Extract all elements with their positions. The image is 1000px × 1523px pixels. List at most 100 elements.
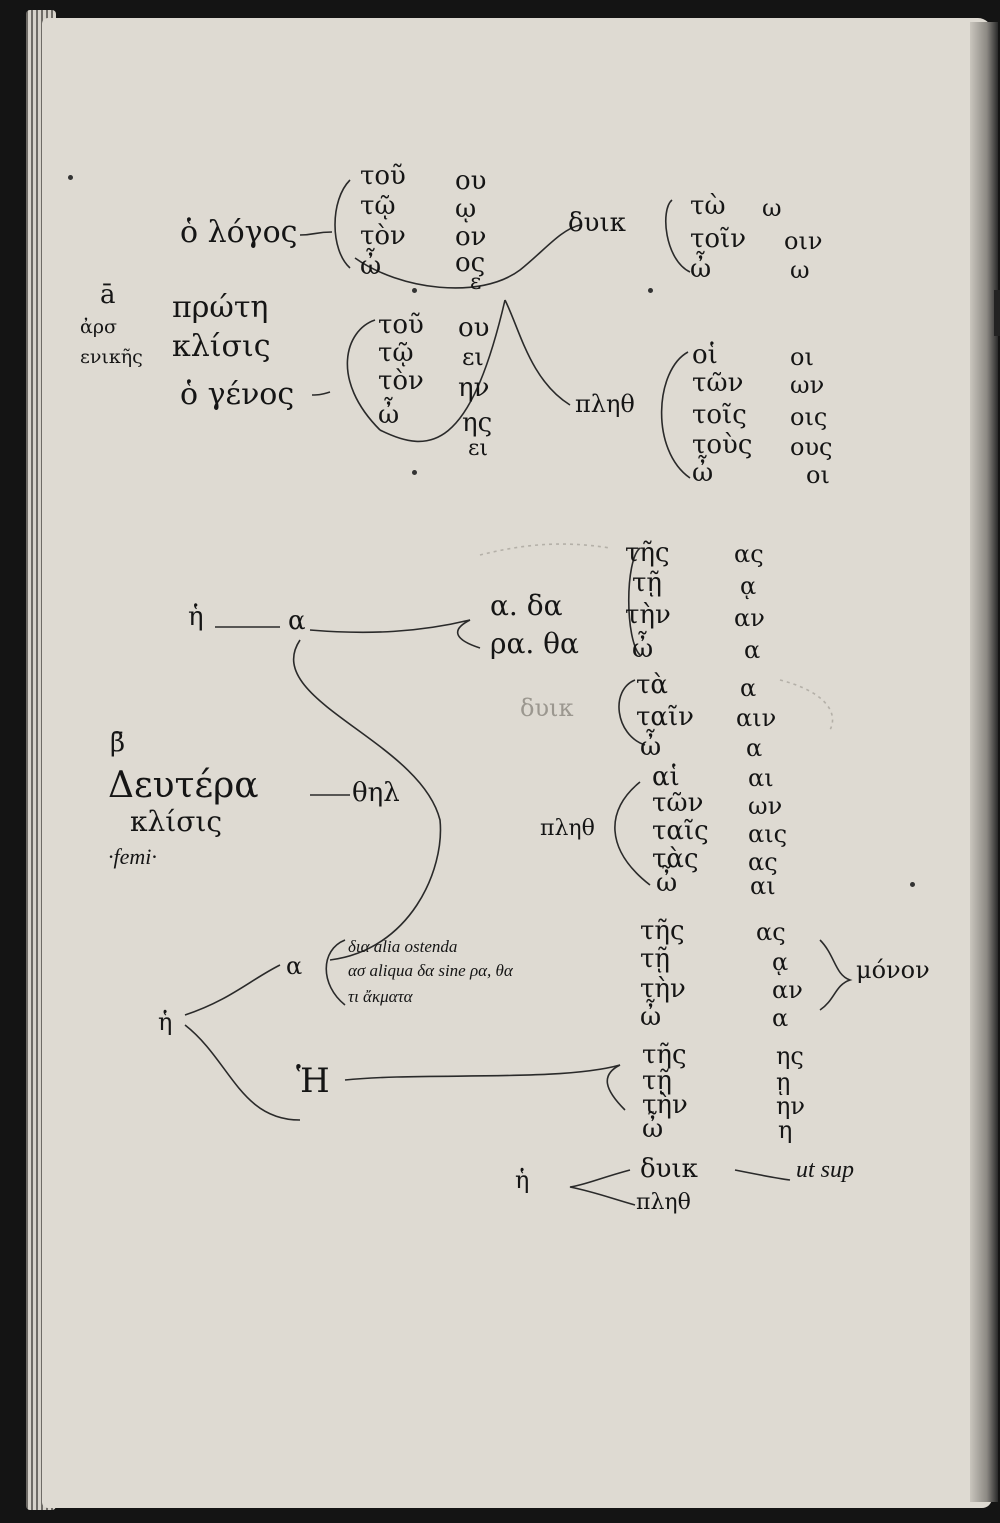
final-plural: πληθ — [636, 1192, 691, 1214]
ending: α — [740, 676, 756, 700]
ending: η — [778, 1118, 792, 1142]
line-alpha-forms — [310, 620, 480, 648]
monos-label: μόνον — [856, 958, 930, 982]
article: ὦ — [642, 1116, 663, 1142]
article: τὴν — [640, 976, 686, 1002]
final-brace — [570, 1170, 635, 1205]
article: ταῖν — [636, 704, 694, 730]
plural-label: πληθ — [540, 818, 595, 840]
label-genos: ὁ γένος — [180, 380, 294, 410]
ending: αις — [748, 822, 787, 846]
side-note-line1: ἀρσ — [80, 318, 117, 337]
ending: ας — [734, 542, 764, 566]
ending: αι — [748, 766, 774, 790]
ink-dot — [68, 175, 73, 180]
ending: ην — [458, 375, 489, 401]
ending: ους — [790, 435, 832, 459]
alpha-branch: α — [286, 954, 302, 978]
ending: ων — [790, 373, 824, 397]
ending: ου — [455, 168, 486, 194]
dual-label: δυικ — [520, 696, 573, 720]
plural-label: πληθ — [575, 392, 635, 416]
ending: οι — [790, 345, 814, 369]
ending: ᾳ — [772, 950, 788, 974]
latin-note-line2: ασ aliqua δα sine ρα, θα — [348, 962, 513, 979]
article: τῷ — [378, 340, 414, 366]
final-eta: ἡ — [515, 1168, 529, 1192]
plural-brace-2 — [615, 782, 650, 885]
alpha-branch: α — [288, 608, 306, 634]
ending: ῃ — [776, 1070, 790, 1094]
ending: ης — [462, 410, 492, 436]
thel-label: θηλ — [352, 780, 400, 806]
article: ὦ — [690, 256, 711, 282]
ending: ει — [462, 345, 484, 369]
article: ὦ — [692, 460, 713, 486]
article: τοῖν — [690, 226, 746, 252]
ending: οιν — [784, 229, 822, 253]
eta-article: ἡ — [158, 1010, 172, 1034]
article: τῇ — [632, 570, 662, 596]
article: ὦ — [632, 636, 653, 662]
root-line3: ·femi· — [108, 846, 157, 868]
eta-article: ἡ — [188, 604, 204, 630]
article: τῆς — [642, 1042, 687, 1068]
ending: α — [744, 638, 760, 662]
ending: ῳ — [455, 196, 476, 222]
article: τοῦ — [378, 312, 424, 338]
heading-marker: β̄ — [110, 730, 125, 756]
root-line1: πρώτη — [172, 293, 268, 323]
final-dual: δυικ — [640, 1156, 698, 1182]
article: τῆς — [640, 918, 685, 944]
heading-marker: ā — [100, 282, 116, 308]
root-line2: κλίσις — [130, 808, 222, 836]
ending: α — [772, 1006, 788, 1030]
alpha-forms-line2: ρα. θα — [490, 630, 579, 658]
ending: ας — [748, 850, 778, 874]
latin-note-line3: τι ἄκματα — [348, 988, 413, 1005]
ending: ον — [455, 224, 486, 250]
brace-logos — [300, 180, 350, 268]
ending: ε — [470, 272, 481, 294]
ending: ην — [776, 1094, 805, 1118]
faint-curve-2 — [780, 680, 833, 730]
article: τῶν — [652, 790, 703, 816]
ending: οι — [806, 463, 830, 487]
ending: αν — [734, 606, 765, 630]
eta-branch-down — [185, 1025, 300, 1120]
ending: οις — [790, 405, 827, 429]
ending: ᾳ — [740, 574, 756, 598]
article: τῆς — [625, 540, 670, 566]
article: οἱ — [692, 342, 718, 368]
article: τῇ — [640, 946, 670, 972]
dual-label: δυικ — [568, 210, 626, 236]
brace-genos — [312, 320, 380, 430]
ending: ας — [756, 920, 786, 944]
article: τῶν — [692, 370, 743, 396]
plural-brace — [662, 352, 690, 478]
eta-branch-up — [185, 965, 280, 1015]
side-note-line2: ενικῆς — [80, 348, 143, 367]
article: τὴν — [625, 602, 671, 628]
dual-brace — [666, 200, 690, 272]
root-line2: κλίσις — [172, 332, 271, 362]
alpha-forms-line1: α. δα — [490, 592, 562, 620]
ending: αι — [750, 874, 776, 898]
ending: ης — [776, 1044, 804, 1068]
article: ὦ — [378, 402, 399, 428]
ending: αιν — [736, 706, 776, 730]
final-note: ut sup — [796, 1158, 854, 1182]
eta-big-line — [345, 1065, 625, 1110]
article: τὸν — [378, 368, 424, 394]
ending: ων — [748, 794, 782, 818]
article: ταῖς — [652, 818, 709, 844]
article: τοὺς — [692, 432, 752, 458]
ink-dot — [412, 470, 417, 475]
ending: α — [746, 736, 762, 760]
root-line1: Δευτέρα — [108, 768, 259, 804]
ending: ω — [790, 258, 810, 282]
article: τὼ — [690, 193, 726, 219]
ink-dot — [910, 882, 915, 887]
